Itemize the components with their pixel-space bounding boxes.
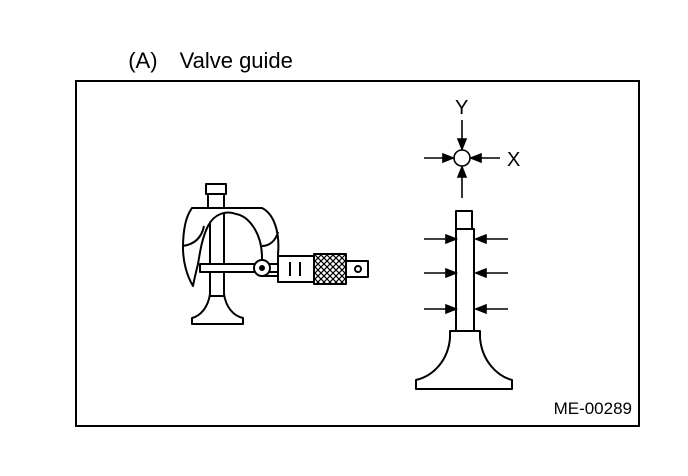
- figure-frame: ME-00289: [75, 80, 640, 427]
- micrometer-thimble: [313, 253, 347, 285]
- y-axis-label: Y: [455, 97, 468, 119]
- valve-illustration: [415, 210, 513, 390]
- valve-tip: [455, 210, 473, 230]
- figure-heading: (A) Valve guide: [116, 10, 293, 73]
- micrometer-sleeve: [277, 255, 315, 283]
- figure-tag: (A): [128, 48, 158, 73]
- micrometer-illustration: [182, 183, 369, 325]
- micrometer-frame: [182, 207, 280, 287]
- valve-head-small: [191, 293, 244, 325]
- x-axis-label: X: [507, 149, 520, 171]
- figure-title: Valve guide: [179, 48, 293, 73]
- figure-code: ME-00289: [553, 399, 632, 418]
- stem-measurement-arrows: [424, 233, 508, 315]
- direction-indicator: [424, 120, 500, 198]
- measurement-point: [453, 149, 471, 167]
- valve-head: [415, 330, 513, 390]
- micrometer-anvil: [207, 193, 225, 209]
- valve-stem: [455, 228, 475, 332]
